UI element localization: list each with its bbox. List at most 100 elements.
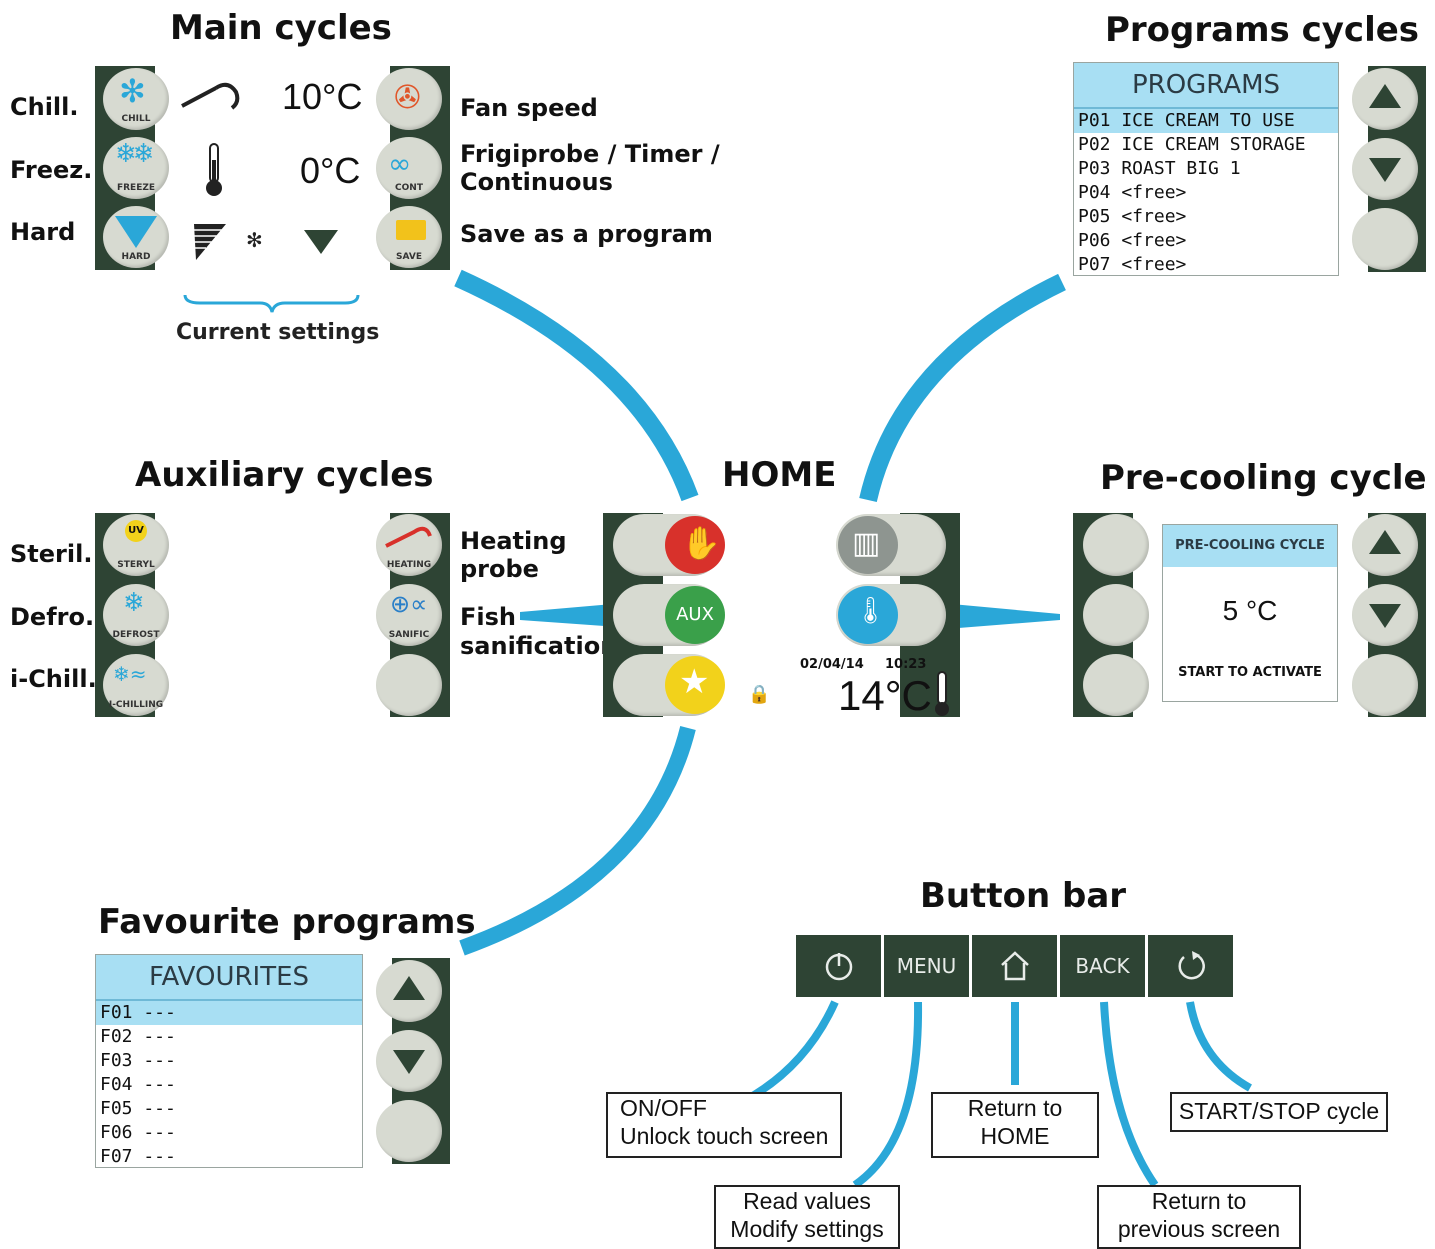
- programs-cycles-title: Programs cycles: [1105, 10, 1420, 50]
- favourite-list-item[interactable]: F05 ---: [100, 1098, 176, 1119]
- main-cycles-button[interactable]: ✋: [665, 516, 725, 574]
- onoff-callout: ON/OFF Unlock touch screen: [606, 1092, 842, 1158]
- return-previous-callout: Return to previous screen: [1097, 1185, 1301, 1249]
- favourites-list: F01 ---F02 --- F03 --- F04 --- F05 --- F06 -…: [96, 1001, 362, 1169]
- program-list-item[interactable]: P03 ROAST BIG 1: [1078, 158, 1241, 179]
- precool-left-2[interactable]: [1083, 584, 1149, 646]
- star-icon: ★: [679, 662, 710, 702]
- defro-label: Defro.: [10, 603, 95, 631]
- precooling-value: 5 °C: [1222, 595, 1278, 626]
- programs-blank-button[interactable]: [1352, 208, 1418, 270]
- home-title: HOME: [722, 455, 837, 495]
- favourites-down-button[interactable]: [376, 1030, 442, 1092]
- fan-icon: ✇: [394, 78, 421, 116]
- power-button[interactable]: [796, 935, 881, 997]
- programs-up-button[interactable]: [1352, 68, 1418, 130]
- fan-speed-button[interactable]: ✇: [376, 68, 442, 130]
- precool-down-button[interactable]: [1352, 584, 1418, 646]
- defrost-icon: ❄: [123, 588, 145, 618]
- programs-button[interactable]: ▥: [838, 516, 898, 574]
- arrow-up-icon: [1369, 530, 1401, 554]
- hand-icon: ✋: [681, 524, 721, 562]
- precooling-title: Pre-cooling cycle: [1100, 458, 1427, 498]
- ichill-button[interactable]: ❄≈ I-CHILLING: [103, 654, 169, 716]
- thermometer-icon: [206, 143, 222, 196]
- home-date: 02/04/14: [800, 657, 864, 672]
- freeze-button[interactable]: ❄❄ FREEZE: [103, 137, 169, 199]
- menu-button[interactable]: MENU: [884, 935, 969, 997]
- program-list-item[interactable]: P04 <free>: [1078, 182, 1187, 203]
- lock-icon: 🔒: [748, 684, 771, 705]
- small-snowflake-icon: ✻: [246, 228, 263, 252]
- favourite-list-item[interactable]: F03 ---: [100, 1050, 176, 1071]
- ichill-caption: I-CHILLING: [108, 700, 164, 710]
- home-nav-button[interactable]: [972, 935, 1057, 997]
- startstop-callout: START/STOP cycle: [1170, 1092, 1388, 1132]
- frigiprobe-label-2: Continuous: [460, 168, 613, 196]
- heating-label-1: Heating: [460, 527, 567, 555]
- infinity-icon: ∞: [388, 147, 412, 180]
- frigiprobe-label-1: Frigiprobe / Timer /: [460, 140, 720, 168]
- save-program-label: Save as a program: [460, 220, 713, 248]
- fish-label-1: Fish: [460, 603, 516, 631]
- hard-button[interactable]: HARD: [103, 206, 169, 268]
- favourite-list-item[interactable]: F02 ---: [100, 1026, 176, 1047]
- favourites-button[interactable]: ★: [665, 656, 725, 714]
- program-list-item[interactable]: P01 ICE CREAM TO USE: [1074, 109, 1338, 133]
- ichill-icon: ❄≈: [113, 662, 147, 686]
- hard-label: Hard: [10, 218, 76, 246]
- favourites-header: FAVOURITES: [96, 955, 362, 1001]
- precooling-button[interactable]: 🌡: [838, 586, 898, 644]
- chill-button[interactable]: ✻ CHILL: [103, 68, 169, 130]
- program-list-item[interactable]: P07 <free>: [1078, 254, 1187, 275]
- book-icon: ▥: [852, 526, 881, 561]
- sanific-button[interactable]: ⊕∝ SANIFIC: [376, 584, 442, 646]
- precool-up-button[interactable]: [1352, 514, 1418, 576]
- precooling-footer: START TO ACTIVATE: [1178, 665, 1322, 680]
- freeze-caption: FREEZE: [116, 183, 156, 193]
- arrow-down-icon: [1369, 604, 1401, 628]
- startstop-button[interactable]: [1148, 935, 1233, 997]
- home-icon: [1000, 951, 1029, 981]
- aux-blank-button[interactable]: [376, 654, 442, 716]
- current-settings-caption: Current settings: [176, 320, 380, 345]
- main-cycles-title: Main cycles: [170, 8, 392, 48]
- steril-button[interactable]: UV STERYL: [103, 514, 169, 576]
- save-button[interactable]: SAVE: [376, 206, 442, 268]
- program-list-item[interactable]: P02 ICE CREAM STORAGE: [1078, 134, 1306, 155]
- favourites-panel: FAVOURITES F01 ---F02 ---F03 ---F04 ---F…: [95, 954, 363, 1168]
- thermo-down-icon: 🌡: [854, 596, 888, 626]
- arrow-up-icon: [1369, 84, 1401, 108]
- defrost-button[interactable]: ❄ DEFROST: [103, 584, 169, 646]
- probe-icon: [181, 82, 240, 110]
- uv-bulb-icon: UV: [125, 520, 147, 542]
- precool-left-1[interactable]: [1083, 514, 1149, 576]
- read-line-1: Read values: [743, 1188, 871, 1214]
- programs-down-button[interactable]: [1352, 138, 1418, 200]
- favourite-list-item[interactable]: F07 ---: [100, 1146, 176, 1167]
- favourite-list-item[interactable]: F04 ---: [100, 1074, 176, 1095]
- steryl-caption: STERYL: [117, 560, 155, 570]
- home-line-2: HOME: [980, 1123, 1050, 1149]
- chill-label: Chill.: [10, 93, 79, 121]
- favourites-up-button[interactable]: [376, 960, 442, 1022]
- favourite-list-item[interactable]: F06 ---: [100, 1122, 176, 1143]
- save-caption: SAVE: [396, 252, 422, 262]
- precool-left-3[interactable]: [1083, 654, 1149, 716]
- onoff-line-1: ON/OFF: [620, 1095, 707, 1121]
- triangle-down-icon: [115, 216, 157, 248]
- arrow-down-icon: [393, 1050, 425, 1074]
- program-list-item[interactable]: P05 <free>: [1078, 206, 1187, 227]
- continuous-button[interactable]: ∞ CONT: [376, 137, 442, 199]
- programs-header: PROGRAMS: [1074, 63, 1338, 109]
- favourite-list-item[interactable]: F01 ---: [96, 1001, 362, 1025]
- program-list-item[interactable]: P06 <free>: [1078, 230, 1187, 251]
- heating-caption: HEATING: [386, 560, 432, 570]
- home-temperature: 14°C: [838, 672, 932, 719]
- favourites-blank-button[interactable]: [376, 1100, 442, 1162]
- aux-button[interactable]: AUX: [665, 586, 725, 644]
- heating-button[interactable]: HEATING: [376, 514, 442, 576]
- back-button[interactable]: BACK: [1060, 935, 1145, 997]
- precool-blank-button[interactable]: [1352, 654, 1418, 716]
- arrow-down-icon: [1369, 158, 1401, 182]
